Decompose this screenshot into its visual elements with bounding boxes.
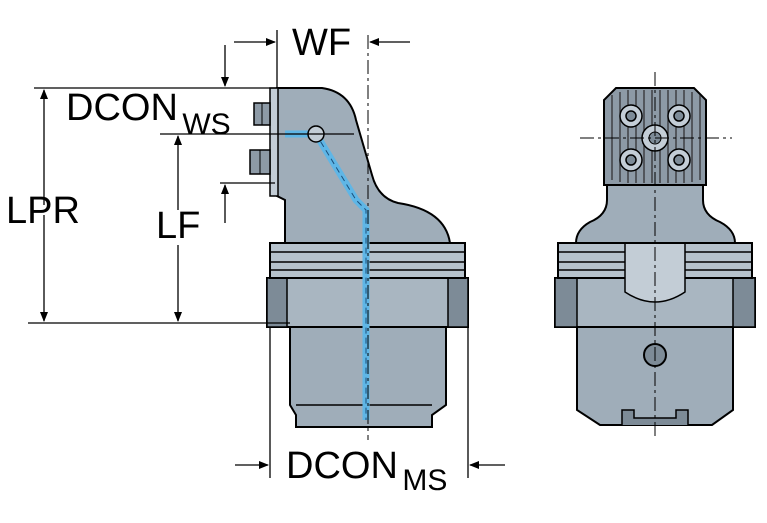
front-view xyxy=(554,72,756,440)
dcon-ms-label: DCON MS xyxy=(286,445,447,497)
front-neck xyxy=(574,184,737,244)
wf-label: WF xyxy=(292,22,351,64)
side-view xyxy=(249,35,469,440)
screw-upper xyxy=(253,102,271,126)
dcon-ms-sub: MS xyxy=(402,464,447,497)
dcon-ws-sub: WS xyxy=(182,108,230,141)
front-bolt-holes xyxy=(619,104,691,172)
lf-label: LF xyxy=(156,205,200,247)
dimension-lines xyxy=(28,30,505,478)
dcon-ws-main: DCON xyxy=(66,87,178,129)
dcon-ws-label: DCON WS xyxy=(66,87,231,141)
dcon-ms-main: DCON xyxy=(286,445,398,487)
screw-lower xyxy=(249,149,271,175)
lpr-label: LPR xyxy=(6,190,80,232)
